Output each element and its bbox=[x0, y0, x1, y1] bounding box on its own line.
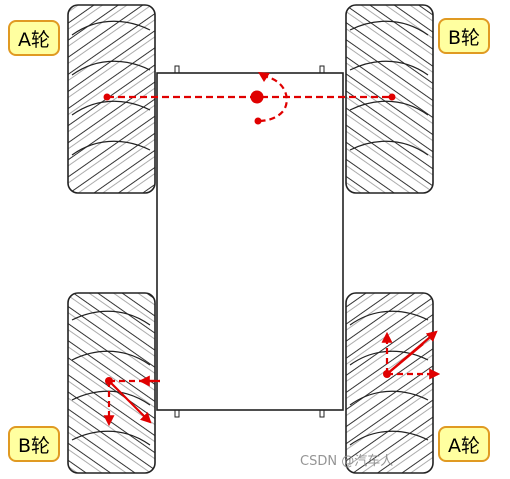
wheel-label-bottom-right: A轮 bbox=[438, 426, 490, 462]
center-point bbox=[250, 90, 264, 104]
force-arrow-icon-bottom-right bbox=[381, 330, 441, 380]
wheel-label-top-left: A轮 bbox=[8, 20, 60, 56]
watermark: CSDN @汽车人 bbox=[300, 454, 394, 469]
wheel-label-bottom-left: B轮 bbox=[8, 426, 60, 462]
chassis-body bbox=[156, 72, 344, 411]
rotate-arrow-icon bbox=[254, 72, 288, 125]
force-arrow-icon-bottom-left bbox=[103, 375, 160, 427]
wheel-top-left bbox=[67, 4, 156, 194]
wheel-label-top-right: B轮 bbox=[438, 18, 490, 54]
rotation-axis bbox=[103, 90, 396, 104]
wheel-bottom-right bbox=[345, 292, 434, 474]
